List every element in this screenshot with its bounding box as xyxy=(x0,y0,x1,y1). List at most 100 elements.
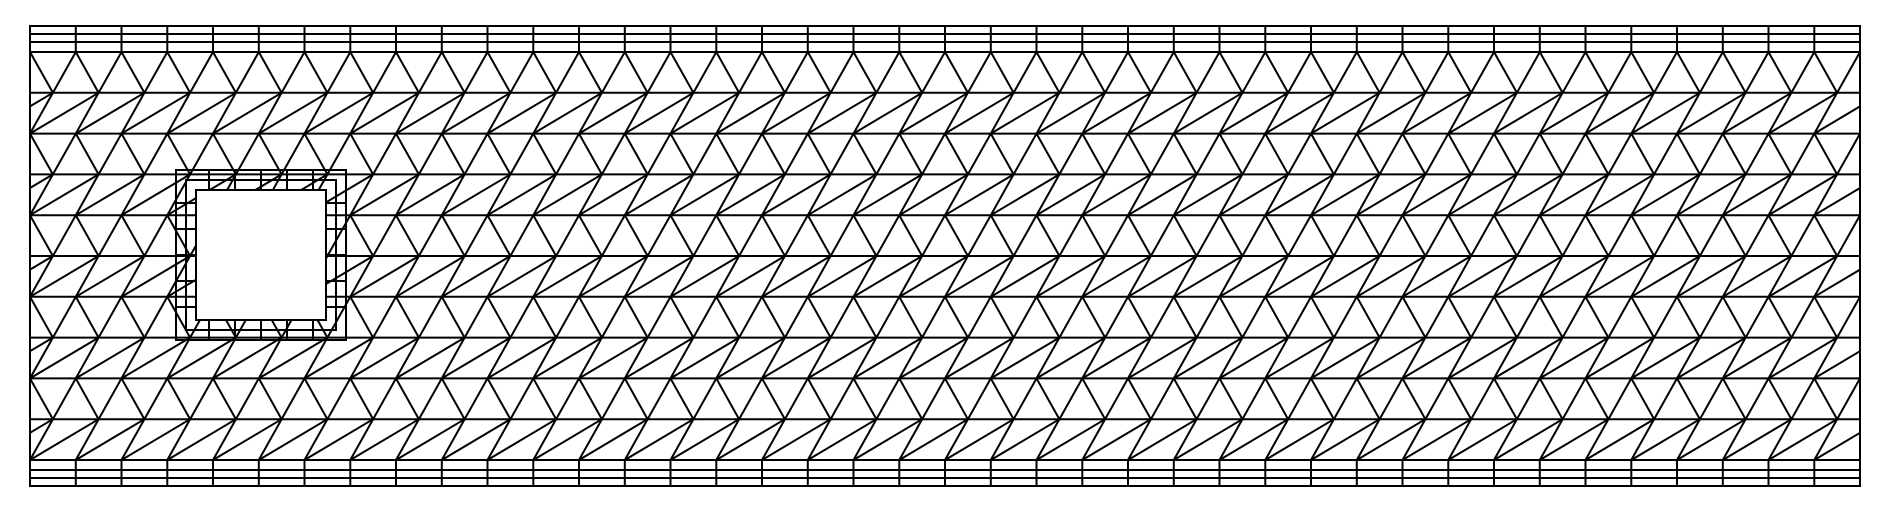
mesh-edge xyxy=(555,51,580,94)
mesh-edge xyxy=(1630,91,1656,135)
mesh-edge xyxy=(440,295,466,339)
mesh-edge xyxy=(1035,91,1061,135)
mesh-edge xyxy=(1058,377,1084,421)
mesh-edge xyxy=(1538,173,1610,217)
mesh-edge xyxy=(1264,295,1290,339)
mesh-edge xyxy=(1630,173,1656,217)
mesh-edge xyxy=(1630,418,1656,461)
mesh-edge xyxy=(1721,255,1747,298)
mesh-edge xyxy=(29,255,54,271)
mesh-edge xyxy=(1355,91,1427,135)
mesh-edge xyxy=(1584,295,1610,339)
mesh-edge xyxy=(715,51,741,94)
mesh-edge xyxy=(212,377,237,421)
mesh-edge xyxy=(440,255,512,298)
mesh-edge xyxy=(532,336,603,380)
mesh-edge xyxy=(326,51,352,94)
mesh-edge xyxy=(623,336,649,380)
mesh-edge xyxy=(1584,173,1656,217)
mesh-edge xyxy=(257,91,283,135)
mesh-edge xyxy=(1218,377,1244,421)
mesh-edge xyxy=(1515,377,1541,421)
mesh-edge xyxy=(1172,132,1198,176)
mesh-edge xyxy=(372,295,397,339)
mesh-edge xyxy=(1401,418,1427,461)
mesh-edge xyxy=(669,336,741,380)
mesh-edge xyxy=(1035,51,1061,94)
mesh-edge xyxy=(1538,336,1564,380)
mesh-edge xyxy=(1332,214,1358,257)
mesh-edge xyxy=(74,173,146,217)
mesh-edge xyxy=(1355,418,1381,461)
mesh-edge xyxy=(761,173,786,217)
mesh-edge xyxy=(303,377,329,421)
mesh-edge xyxy=(120,418,192,461)
mesh-edge xyxy=(1127,336,1198,380)
mesh-edge xyxy=(1515,132,1541,176)
mesh-edge xyxy=(1035,173,1107,217)
mesh-edge xyxy=(1264,51,1290,94)
mesh-edge xyxy=(1218,173,1244,217)
mesh-edge xyxy=(783,214,809,257)
mesh-edge xyxy=(989,336,1061,380)
mesh-edge xyxy=(1813,105,1861,135)
mesh-edge xyxy=(806,377,832,421)
mesh-edge xyxy=(257,418,283,461)
mesh-edge xyxy=(1149,214,1175,257)
mesh-edge xyxy=(532,173,603,217)
mesh-edge xyxy=(1401,255,1427,298)
mesh-edge xyxy=(1813,377,1839,421)
mesh-edge xyxy=(1493,418,1518,461)
mesh-edge xyxy=(97,132,123,176)
mesh-edge xyxy=(761,91,786,135)
mesh-edge xyxy=(1172,418,1244,461)
mesh-edge xyxy=(1355,91,1381,135)
mesh-edge xyxy=(395,173,420,217)
mesh-edge xyxy=(715,91,741,135)
mesh-edge xyxy=(852,214,878,257)
mesh-edge xyxy=(1584,255,1610,298)
mesh-edge xyxy=(1721,214,1747,257)
mesh-edge xyxy=(1676,173,1747,217)
mesh-edge xyxy=(1218,91,1244,135)
mesh-edge xyxy=(623,91,695,135)
mesh-edge xyxy=(463,51,489,94)
mesh-edge xyxy=(1790,214,1816,257)
mesh-edge xyxy=(120,255,146,298)
mesh-edge xyxy=(989,418,1015,461)
mesh-edge xyxy=(1630,377,1656,421)
mesh-edge xyxy=(1332,295,1358,339)
mesh-edge xyxy=(1355,336,1427,380)
mesh-edge xyxy=(1287,51,1312,94)
mesh-edge xyxy=(1767,214,1793,257)
mesh-edge xyxy=(1676,255,1747,298)
mesh-edge xyxy=(1287,132,1312,176)
mesh-edge xyxy=(1081,255,1152,298)
mesh-edge xyxy=(257,51,283,94)
mesh-edge xyxy=(1538,418,1610,461)
mesh-edge xyxy=(1310,132,1335,176)
mesh-edge xyxy=(166,51,192,94)
mesh-edge xyxy=(898,214,924,257)
mesh-edge xyxy=(440,418,512,461)
mesh-edge xyxy=(623,173,649,217)
mesh-edge xyxy=(120,91,146,135)
mesh-edge xyxy=(1767,418,1839,461)
mesh-edge xyxy=(349,51,375,94)
mesh-edge xyxy=(212,336,237,380)
mesh-edge xyxy=(578,91,603,135)
mesh-edge xyxy=(29,255,100,298)
mesh-edge xyxy=(1767,377,1793,421)
mesh-edge xyxy=(326,377,352,421)
mesh-edge xyxy=(1561,377,1587,421)
mesh-edge xyxy=(74,418,100,461)
mesh-edge xyxy=(1149,132,1175,176)
mesh-edge xyxy=(303,132,329,176)
mesh-edge xyxy=(166,91,237,135)
mesh-edge xyxy=(578,91,649,135)
mesh-edge xyxy=(715,91,786,135)
mesh-edge xyxy=(395,377,420,421)
mesh-edge xyxy=(1310,418,1381,461)
mesh-edge xyxy=(532,255,558,298)
mesh-edge xyxy=(29,91,54,135)
